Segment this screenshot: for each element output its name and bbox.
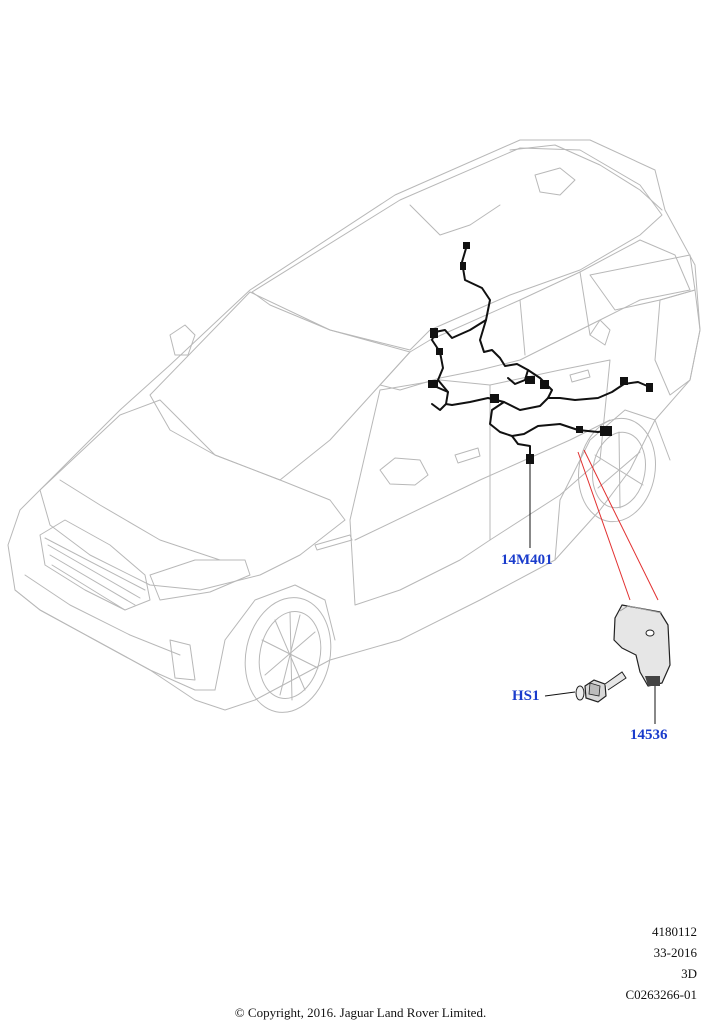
illustration-view-type: 3D bbox=[681, 966, 697, 981]
illustration-id: 4180112 bbox=[651, 924, 697, 939]
vehicle-outline bbox=[7, 139, 701, 713]
callout-harness-part-number[interactable]: 14M401 bbox=[501, 552, 553, 568]
bracket-part bbox=[613, 604, 671, 687]
detail-leader-line-right bbox=[583, 449, 659, 601]
copyright-notice: © Copyright, 2016. Jaguar Land Rover Lim… bbox=[234, 1005, 487, 1020]
bolt-leader-line bbox=[544, 691, 576, 697]
detail-leader-line-left bbox=[577, 451, 631, 601]
wiring-harness bbox=[428, 242, 653, 464]
callout-bolt-part-number[interactable]: HS1 bbox=[512, 688, 540, 704]
callout-bracket-part-number[interactable]: 14536 bbox=[630, 727, 668, 743]
illustration-date-code: 33-2016 bbox=[653, 945, 697, 960]
bolt-part bbox=[575, 671, 627, 703]
illustration-reference: C0263266-01 bbox=[625, 987, 698, 1002]
